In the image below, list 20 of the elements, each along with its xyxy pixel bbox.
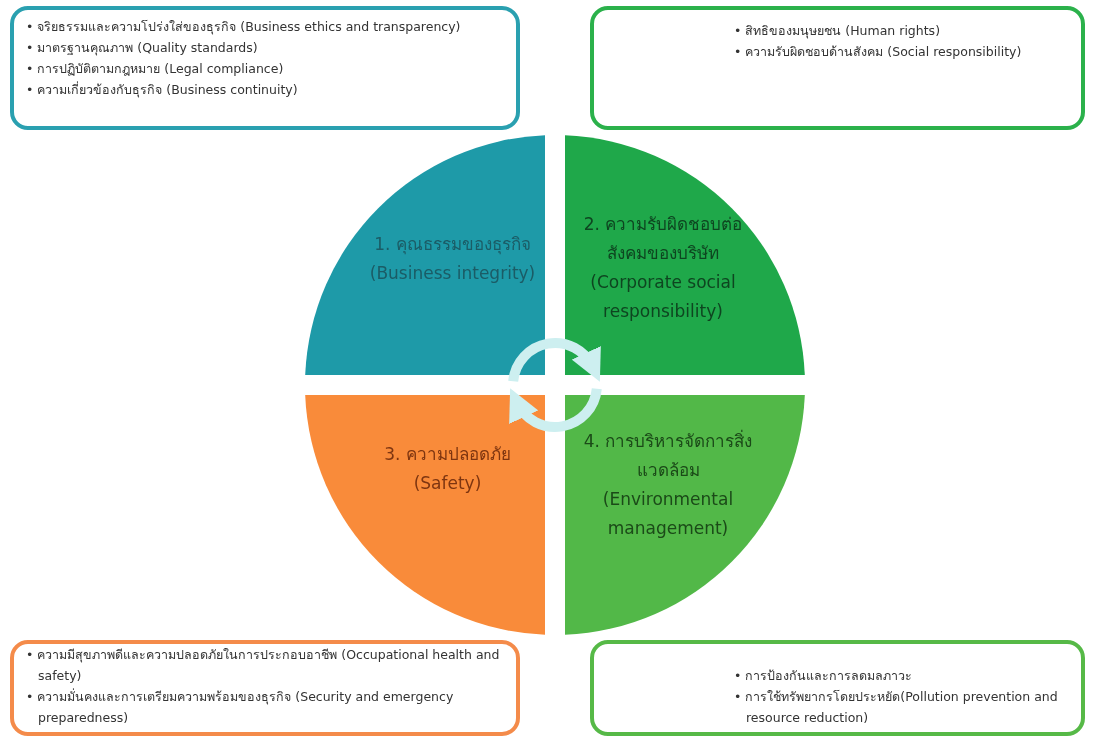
quadrant-title: 3. ความปลอดภัย (Safety) (383, 443, 512, 495)
bullet-item: • มาตรฐานคุณภาพ (Quality standards) (26, 39, 259, 58)
quadrant-title: 4. การบริหารจัดการสิ่งแวดล้อม (Environmental management) (582, 428, 754, 540)
curved-arrow (508, 338, 601, 383)
bullet-item: • สิทธิของมนุษยชน (Human rights) (734, 22, 941, 41)
bullet-list-box (10, 6, 520, 130)
bullet-list-box (590, 6, 1085, 130)
bullet-list-box (590, 640, 1085, 736)
bullet-item: • ความเกี่ยวข้องกับธุรกิจ (Business continuity) (26, 80, 299, 100)
bullet-item: • การปฏิบัติตามกฎหมาย (Legal compliance) (26, 60, 285, 78)
bullet-item: • การป้องกันและการลดมลภาวะ (734, 667, 914, 685)
quadrant-title: 2. ความรับผิดชอบต่อสังคมของบริษัท (Corporate social responsibility) (582, 213, 744, 323)
bullet-list-box (10, 640, 520, 736)
bullet-item: • จริยธรรมและความโปร่งใส่ของธุรกิจ (Business ethics and transparency) (26, 18, 462, 37)
bullet-item: • ความมีสุขภาพดีและความปลอดภัยในการประกอบอาชีพ (Occupational health and safety) (26, 646, 501, 685)
curved-arrow (509, 387, 602, 432)
quadrant-title: 1. คุณธรรมของธุรกิจ (Business integrity) (368, 233, 537, 285)
bullet-item: • ความมั่นคงและการเตรียมความพร้อมของธุรกิจ (Security and emergency preparedness) (26, 687, 455, 727)
bullet-item: • การใช้ทรัพยากรโดยประหยัด(Pollution prevention and resource reduction) (734, 688, 1059, 727)
bullet-item: • ความรับผิดชอบด้านสังคม (Social responsibility) (734, 43, 1023, 61)
